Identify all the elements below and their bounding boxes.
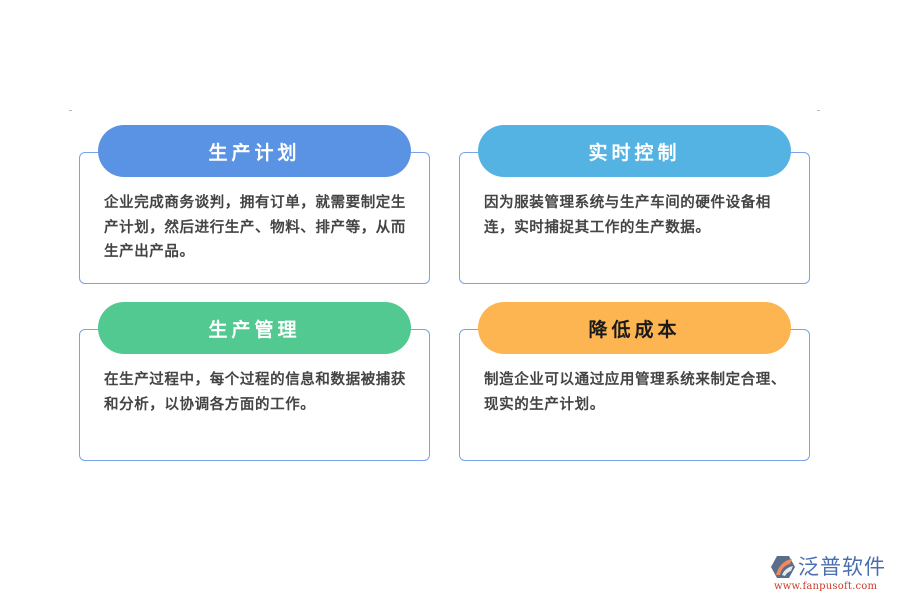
corner-mark	[817, 110, 820, 111]
corner-mark	[69, 110, 72, 111]
card-title-production-management: 生产管理	[98, 302, 411, 354]
fanpu-logo-icon	[771, 556, 795, 578]
card-description: 在生产过程中，每个过程的信息和数据被捕获和分析，以协调各方面的工作。	[104, 372, 406, 413]
logo-name: 泛普软件	[798, 555, 886, 579]
card-title-production-plan: 生产计划	[98, 125, 411, 177]
card-description: 制造企业可以通过应用管理系统来制定合理、现实的生产计划。	[484, 372, 786, 413]
card-description: 企业完成商务谈判，拥有订单，就需要制定生产计划，然后进行生产、物料、排产等，从而…	[104, 195, 406, 260]
logo-url: www.fanpusoft.com	[774, 581, 878, 592]
card-title-cost-reduction: 降低成本	[478, 302, 791, 354]
card-description: 因为服装管理系统与生产车间的硬件设备相连，实时捕捉其工作的生产数据。	[484, 195, 771, 236]
card-title-realtime-control: 实时控制	[478, 125, 791, 177]
fanpu-logo: 泛普软件 www.fanpusoft.com	[770, 553, 895, 593]
